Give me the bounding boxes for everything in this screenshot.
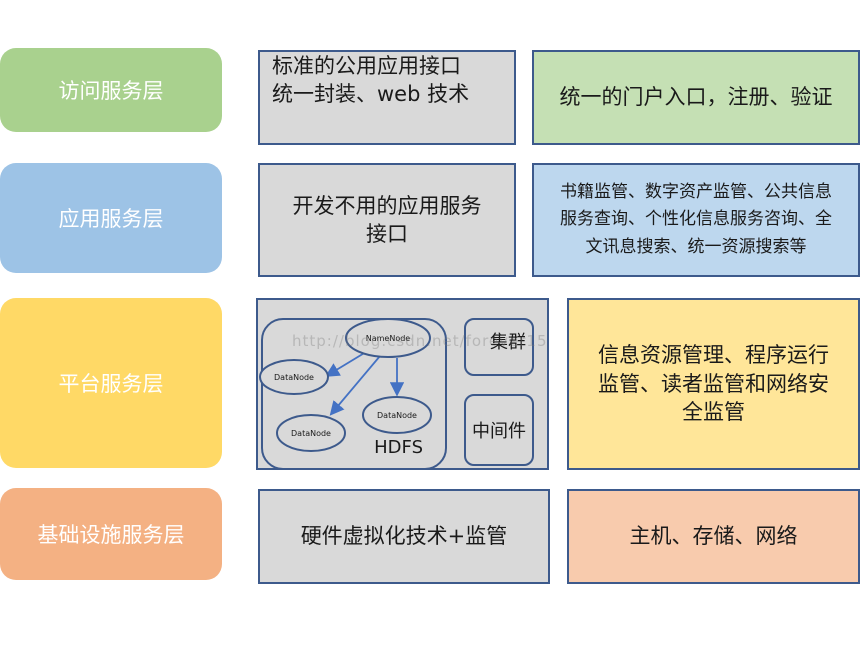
platform-management-line-3: 全监管 [682,400,745,425]
layer-application-label: 应用服务层 [0,163,222,273]
hdfs-title: HDFS [374,437,423,458]
application-services-line-3: 文讯息搜索、统一资源搜索等 [585,236,807,257]
hdfs-container: HDFS [261,318,447,470]
platform-management-line-1: 信息资源管理、程序运行 [598,343,829,368]
hdfs-diagram: NameNode DataNode DataNode DataNode [259,318,432,452]
infrastructure-resources-text: 主机、存储、网络 [629,524,798,549]
access-interface-line-1: 标准的公用应用接口 [272,54,461,78]
application-interface-box: 开发不用的应用服务 接口 [258,163,516,277]
platform-management-box: 信息资源管理、程序运行 监管、读者监管和网络安 全监管 [567,298,860,470]
application-services-line-2: 服务查询、个性化信息服务咨询、全 [560,209,832,230]
access-portal-box: 统一的门户入口，注册、验证 [532,50,860,145]
access-interface-line-2: 统一封装、web 技术 [272,82,470,107]
cluster-box: 集群 [464,318,534,376]
layer-infrastructure-label: 基础设施服务层 [0,488,222,580]
namenode-label: NameNode [366,334,411,343]
arrow-to-datanode-1 [324,351,367,377]
layer-platform-label: 平台服务层 [0,298,222,468]
namenode-node [345,318,431,358]
arrow-to-datanode-2 [329,355,381,416]
middleware-label: 中间件 [472,421,526,442]
application-services-box: 书籍监管、数字资产监管、公共信息 服务查询、个性化信息服务咨询、全 文讯息搜索、… [532,163,860,277]
application-interface-line-1: 开发不用的应用服务 [292,193,482,218]
watermark: http://blog.csdn.net/forever15 [292,332,548,350]
datanode-1-node [259,359,329,395]
infrastructure-virtualization-box: 硬件虚拟化技术+监管 [258,489,550,584]
datanode-3-label: DataNode [377,411,417,420]
access-interface-box: 标准的公用应用接口 统一封装、web 技术 [258,50,516,145]
access-portal-text: 统一的门户入口，注册、验证 [559,85,833,110]
layer-access-label: 访问服务层 [0,48,222,132]
middleware-box: 中间件 [464,394,534,466]
platform-management-line-2: 监管、读者监管和网络安 [598,371,829,396]
datanode-1-label: DataNode [274,373,314,382]
platform-grey-box: HDFS NameNode DataNode DataNode DataNode… [256,298,549,470]
infrastructure-virtualization-text: 硬件虚拟化技术+监管 [300,524,508,549]
application-services-line-1: 书籍监管、数字资产监管、公共信息 [560,182,832,203]
cluster-label: 集群 [490,332,526,353]
datanode-2-node [276,414,346,452]
datanode-3-node [362,396,432,434]
infrastructure-resources-box: 主机、存储、网络 [567,489,860,584]
application-interface-line-2: 接口 [366,222,408,246]
datanode-2-label: DataNode [291,429,331,438]
